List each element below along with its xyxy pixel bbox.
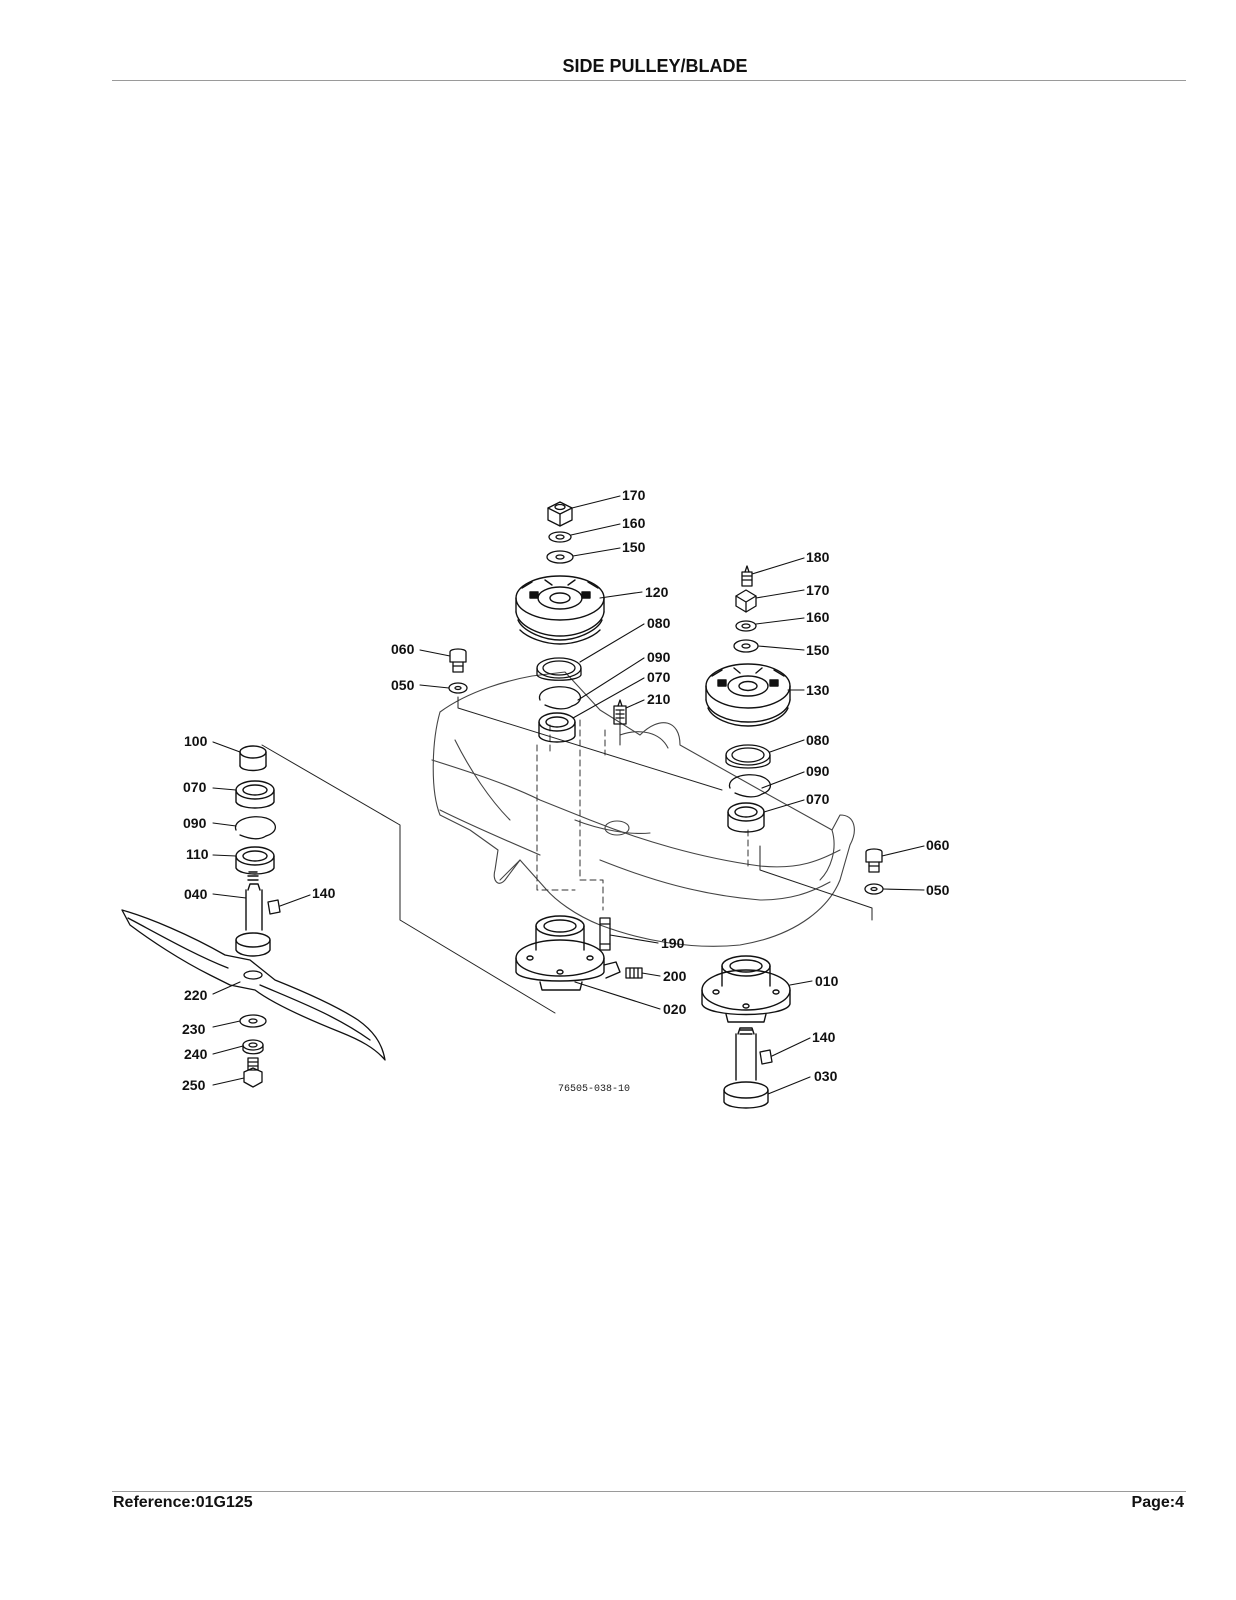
- left-spindle-stack: [121, 745, 386, 1088]
- callout-020: 020: [663, 1001, 687, 1017]
- callout-240: 240: [184, 1046, 208, 1062]
- callout-120: 120: [645, 584, 669, 600]
- washer-050-left: [448, 682, 468, 694]
- callout-150-center: 150: [622, 539, 646, 555]
- callout-090-left: 090: [183, 815, 207, 831]
- callout-060-left: 060: [391, 641, 415, 657]
- callout-080-center: 080: [647, 615, 671, 631]
- callout-labels: 170 160 150 120 080 090 070 210 060 050 …: [182, 487, 950, 1095]
- right-spindle-stack: [701, 565, 884, 1109]
- callout-250: 250: [182, 1077, 206, 1093]
- callout-060-right: 060: [926, 837, 950, 853]
- header-rule: [112, 80, 1186, 81]
- spindle-shaft-030: [723, 1027, 769, 1109]
- callout-leaders: [212, 495, 925, 1095]
- nut-170-center: [547, 501, 573, 527]
- key-140-right: [759, 1049, 773, 1065]
- callout-170-right: 170: [806, 582, 830, 598]
- pulley-130: [705, 663, 791, 727]
- bearing-070-right: [727, 802, 765, 833]
- mower-deck-housing: [431, 671, 855, 947]
- blade-220: [121, 909, 386, 1061]
- pin-190: [599, 917, 611, 951]
- bearing-110: [235, 846, 275, 875]
- callout-040: 040: [184, 886, 208, 902]
- callout-160-right: 160: [806, 609, 830, 625]
- bolt-060-right: [865, 848, 883, 873]
- callout-090-right: 090: [806, 763, 830, 779]
- spacer-100: [239, 745, 267, 772]
- key-140-left: [267, 899, 281, 915]
- callout-090-center: 090: [647, 649, 671, 665]
- callout-140-left: 140: [312, 885, 336, 901]
- washer-150-right: [733, 639, 759, 653]
- seal-080-center: [536, 657, 582, 681]
- washer-050-right: [864, 883, 884, 895]
- washer-230: [239, 1014, 267, 1028]
- callout-010: 010: [815, 973, 839, 989]
- callout-150-right: 150: [806, 642, 830, 658]
- set-screw-200: [625, 967, 643, 979]
- callout-070-right: 070: [806, 791, 830, 807]
- callout-080-right: 080: [806, 732, 830, 748]
- callout-110: 110: [186, 846, 209, 862]
- callout-160-center: 160: [622, 515, 646, 531]
- callout-190: 190: [661, 935, 685, 951]
- bearing-070-left: [235, 780, 275, 809]
- snap-ring-090-right: [728, 774, 772, 798]
- footer-rule: [112, 1491, 1186, 1492]
- assembly-guide-lines: [261, 696, 873, 1014]
- bearing-070-center: [538, 712, 576, 743]
- callout-030: 030: [814, 1068, 838, 1084]
- callout-070-center: 070: [647, 669, 671, 685]
- pulley-120: [515, 575, 605, 645]
- page-title: SIDE PULLEY/BLADE: [562, 56, 748, 76]
- drawing-number: 76505-038-10: [558, 1084, 630, 1095]
- callout-200: 200: [663, 968, 687, 984]
- page-number: Page:4: [1131, 1494, 1184, 1511]
- callout-220: 220: [184, 987, 208, 1003]
- callout-130: 130: [806, 682, 830, 698]
- bolt-060-left: [449, 648, 467, 673]
- callout-050-left: 050: [391, 677, 415, 693]
- callout-170-center: 170: [622, 487, 646, 503]
- nut-170-right: [735, 589, 757, 613]
- seal-080-right: [725, 744, 771, 769]
- bolt-250: [243, 1057, 263, 1088]
- washer-150-center: [546, 550, 574, 564]
- reference-number: Reference:01G125: [113, 1494, 253, 1511]
- callout-140-right: 140: [812, 1029, 836, 1045]
- dashed-alignment-lines: [536, 719, 749, 911]
- spindle-shaft-040: [235, 871, 271, 957]
- callout-230: 230: [182, 1021, 206, 1037]
- callout-210: 210: [647, 691, 671, 707]
- snap-ring-090-center: [538, 686, 582, 710]
- lock-washer-160-center: [548, 531, 572, 543]
- callout-070-left: 070: [183, 779, 207, 795]
- callout-100: 100: [184, 733, 208, 749]
- snap-ring-090-left: [234, 816, 277, 840]
- housing-010: [701, 955, 791, 1023]
- grease-fitting-210: [613, 699, 627, 725]
- center-spindle-stack: [448, 501, 643, 991]
- housing-020: [515, 915, 621, 991]
- callout-180: 180: [806, 549, 830, 565]
- grease-fitting-180: [741, 565, 753, 587]
- callout-050-right: 050: [926, 882, 950, 898]
- lock-washer-240: [242, 1039, 264, 1055]
- lock-washer-160-right: [735, 620, 757, 632]
